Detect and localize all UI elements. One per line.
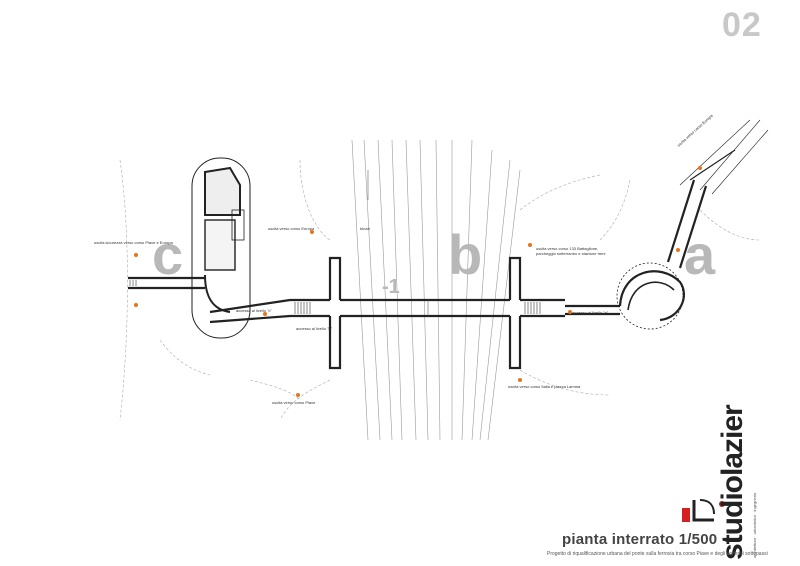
studio-brand-subtitle: architettura · urbanistica · ingegneria (752, 492, 757, 558)
studio-logo-mark (682, 499, 725, 522)
note-exit-europa: uscita verso corso Europa (268, 226, 315, 231)
note-tracks: binari (360, 226, 370, 231)
sheet-number: 02 (722, 6, 762, 44)
note-access-c: accesso al livello "c" (236, 308, 272, 313)
note-exit-battaglione: uscita verso corso 133 Battaglione, parc… (536, 246, 606, 256)
note-exit-safety: uscita sicurezza verso corso Piave e Eur… (94, 240, 173, 245)
level-label: -1 (382, 276, 400, 298)
note-access-a: accesso al livello "a" (572, 310, 609, 315)
axis-markers (367, 170, 429, 316)
note-access-b: accesso al livello "b" (296, 326, 333, 331)
drawing-title: pianta interrato 1/500 (562, 531, 718, 548)
drawing-subtitle: Progetto di riqualificazione urbana del … (547, 551, 768, 557)
stairs (129, 280, 541, 314)
note-exit-piave: uscita verso corso Piave (272, 400, 316, 405)
zone-label-a: a (684, 223, 716, 286)
exit-markers (134, 166, 702, 397)
zone-label-c: c (152, 223, 184, 286)
building-a (616, 119, 769, 330)
zone-label-b: b (448, 223, 483, 286)
street-outlines (119, 159, 761, 421)
studio-brand: studiolazier (716, 405, 749, 560)
underpass-walls (128, 256, 620, 370)
note-exit-italia: uscita verso corso Italia e piazza Lamma (508, 384, 581, 389)
railway-tracks (351, 139, 521, 441)
building-c (191, 157, 251, 339)
